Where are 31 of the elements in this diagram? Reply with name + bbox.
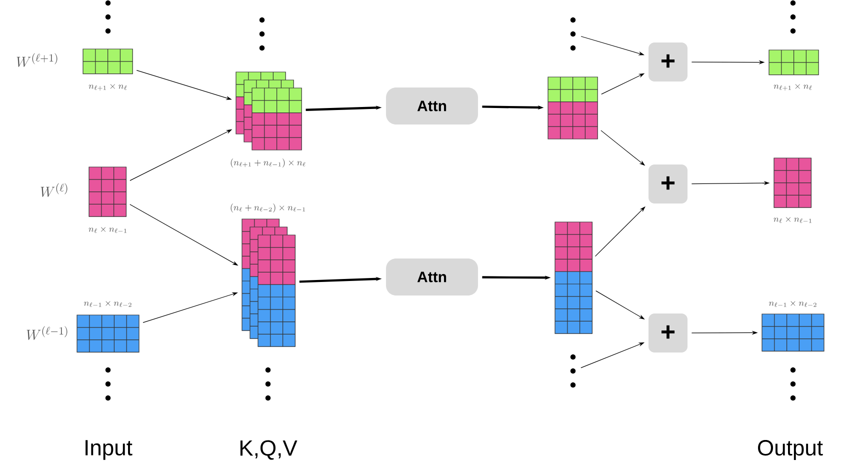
matrix-grid xyxy=(88,166,126,217)
column-label: Output xyxy=(758,440,823,460)
matrix-grid xyxy=(242,218,296,347)
matrix-grid xyxy=(76,314,140,352)
size-label: $(n_{\ell+1}+n_{\ell-1})\times n_\ell$ xyxy=(230,158,306,168)
plus-box: + xyxy=(648,42,688,82)
column-label: Input xyxy=(86,440,132,460)
attention-box: Attn xyxy=(386,258,478,296)
matrix-grid xyxy=(82,48,133,74)
column-label: K,Q,V xyxy=(240,440,298,460)
matrix-grid xyxy=(774,158,812,208)
matrix-label: $W^{(\ell+1)}$ xyxy=(16,53,58,68)
plus-box: + xyxy=(648,314,688,352)
attention-box: Attn xyxy=(386,88,478,124)
size-label: $n_{\ell+1}\times n_\ell$ xyxy=(774,84,812,91)
size-label: $n_{\ell+1}\times n_\ell$ xyxy=(88,84,127,91)
ellipsis-dots xyxy=(570,17,576,51)
matrix-label: $W^{(\ell)}$ xyxy=(40,183,68,198)
matrix-grid xyxy=(548,76,598,140)
plus-box: + xyxy=(648,164,688,204)
size-label: $n_\ell\times n_{\ell-1}$ xyxy=(774,217,812,223)
size-label: $n_{\ell-1}\times n_{\ell-2}$ xyxy=(84,301,132,307)
matrix-grid xyxy=(554,222,592,334)
size-label: $n_{\ell-1}\times n_{\ell-2}$ xyxy=(768,301,816,307)
matrix-label: $W^{(\ell-1)}$ xyxy=(26,326,68,340)
ellipsis-dots xyxy=(570,354,576,388)
size-label: $n_\ell\times n_{\ell-1}$ xyxy=(88,227,126,233)
matrix-grid xyxy=(768,50,819,76)
size-label: $(n_\ell+n_{\ell-2})\times n_{\ell-1}$ xyxy=(230,203,305,212)
matrix-grid xyxy=(236,72,302,150)
matrix-grid xyxy=(762,314,824,352)
